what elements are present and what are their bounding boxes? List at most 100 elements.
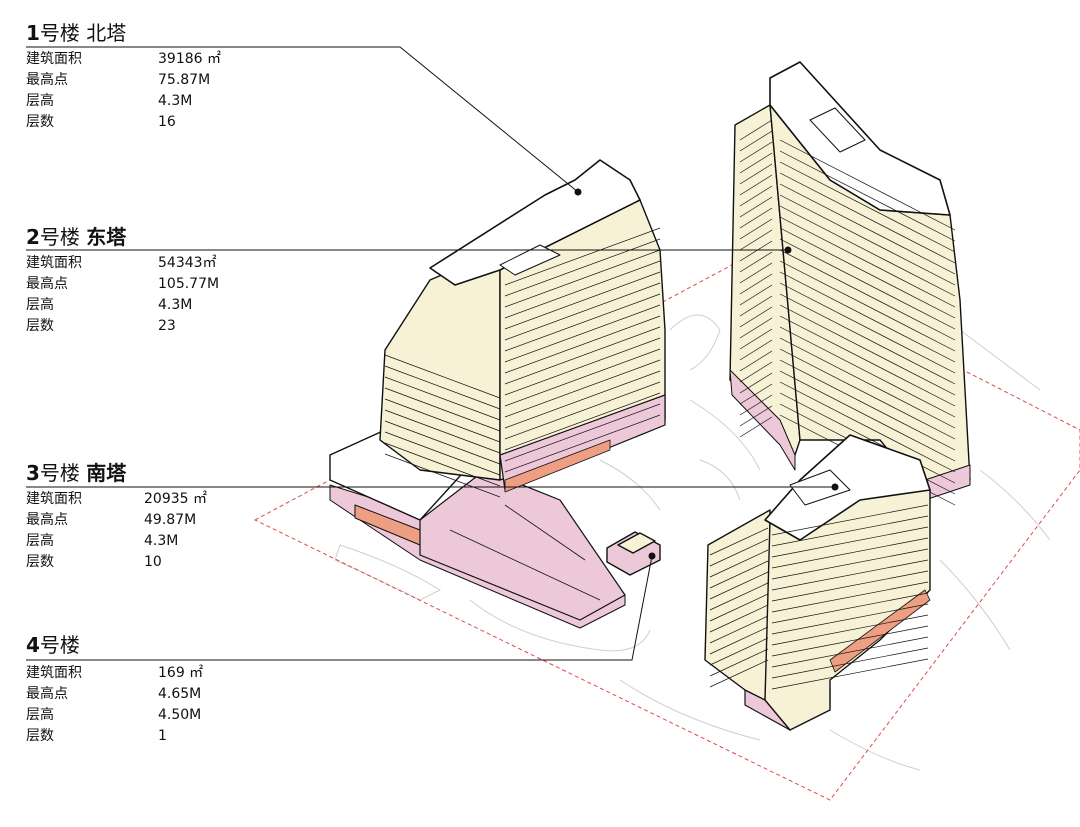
leader-dot-4	[648, 552, 656, 560]
floor-line	[739, 262, 773, 284]
floor-line	[739, 119, 773, 141]
building-number: 4	[26, 633, 40, 657]
building-suffix: 号楼	[39, 461, 87, 485]
floor-line	[504, 271, 661, 330]
floor-line	[384, 365, 501, 410]
floor-line	[384, 442, 501, 487]
floor-line	[384, 453, 501, 498]
building-number: 2	[26, 225, 40, 249]
building-name: 北塔	[86, 21, 127, 45]
building-suffix: 号楼	[39, 633, 80, 657]
floor-line	[779, 337, 956, 429]
floor-line	[771, 559, 929, 591]
floor-line	[779, 205, 956, 297]
floor-line	[779, 348, 956, 440]
floor-line	[771, 636, 929, 668]
floor-line	[739, 317, 773, 339]
floor-line	[739, 295, 773, 317]
floor-line	[779, 315, 956, 407]
floor-line	[504, 359, 661, 418]
floor-line	[709, 582, 769, 611]
floor-line	[739, 218, 773, 240]
floor-line	[739, 306, 773, 328]
leader-dot-1	[574, 188, 582, 196]
floor-line	[709, 538, 769, 567]
floor-line	[384, 420, 501, 465]
floor-line	[779, 359, 956, 451]
floor-line	[709, 604, 769, 633]
building-suffix: 号楼	[39, 225, 87, 249]
floor-line	[504, 249, 661, 308]
floor-line	[739, 174, 773, 196]
floor-line	[504, 326, 661, 385]
floor-line	[504, 227, 661, 286]
floor-line	[504, 337, 661, 396]
floor-line	[739, 328, 773, 350]
building-3-south-tower	[704, 434, 931, 731]
floor-line	[739, 284, 773, 306]
floor-line	[384, 409, 501, 454]
floor-line	[504, 315, 661, 374]
floor-line	[504, 348, 661, 407]
floor-line	[739, 152, 773, 174]
floor-line	[771, 570, 929, 602]
building-number: 1	[26, 21, 40, 45]
building-suffix: 号楼	[39, 21, 87, 45]
floor-line	[504, 370, 661, 429]
floor-line	[779, 238, 956, 330]
floor-line	[779, 381, 956, 473]
floor-line	[779, 139, 956, 231]
building-2-east-tower	[729, 61, 971, 506]
floor-line	[739, 361, 773, 383]
floor-line	[771, 658, 929, 690]
floor-line	[739, 229, 773, 251]
floor-line	[771, 526, 929, 558]
leader-line-4	[26, 555, 653, 661]
floor-line	[779, 216, 956, 308]
floor-line	[709, 659, 769, 688]
floor-line	[709, 637, 769, 666]
floor-line	[709, 571, 769, 600]
floor-line	[771, 614, 929, 646]
floor-line	[739, 405, 773, 427]
floor-line	[779, 326, 956, 418]
floor-line	[771, 581, 929, 613]
floor-line	[739, 240, 773, 262]
floor-line	[709, 549, 769, 578]
floor-line	[739, 185, 773, 207]
building-4-title: 4号楼	[26, 633, 203, 657]
leader-dot-3	[831, 483, 839, 491]
floor-line	[779, 227, 956, 319]
floor-line	[739, 350, 773, 372]
floor-line	[709, 626, 769, 655]
floor-line	[779, 161, 956, 253]
floor-line	[504, 293, 661, 352]
building-name: 东塔	[86, 225, 127, 249]
floor-line	[384, 431, 501, 476]
floor-line	[771, 625, 929, 657]
floor-line	[739, 383, 773, 405]
floor-line	[739, 130, 773, 152]
floor-line	[771, 592, 929, 624]
floor-line	[504, 304, 661, 363]
floor-line	[771, 515, 929, 547]
floor-line	[504, 282, 661, 341]
building-number: 3	[26, 461, 40, 485]
floor-line	[739, 416, 773, 438]
floor-line	[384, 354, 501, 399]
floor-line	[771, 647, 929, 679]
building-1-north-tower	[329, 159, 666, 629]
building-1-title: 1号楼 北塔	[26, 21, 221, 45]
